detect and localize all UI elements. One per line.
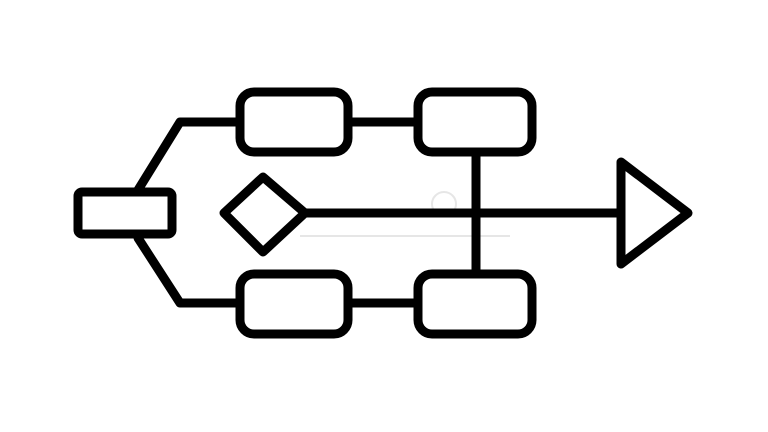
decision-diamond-node: [219, 172, 310, 257]
top-right-process-node: [413, 87, 537, 157]
bottom-right-process-node: [413, 269, 537, 339]
bottom-left-process-node: [235, 269, 353, 339]
branch-to-top-connector: [133, 117, 245, 195]
branch-to-bottom-connector: [133, 233, 245, 308]
start-node: [73, 187, 177, 239]
top-left-process-node: [235, 87, 353, 157]
end-arrowhead-node: [616, 157, 693, 269]
